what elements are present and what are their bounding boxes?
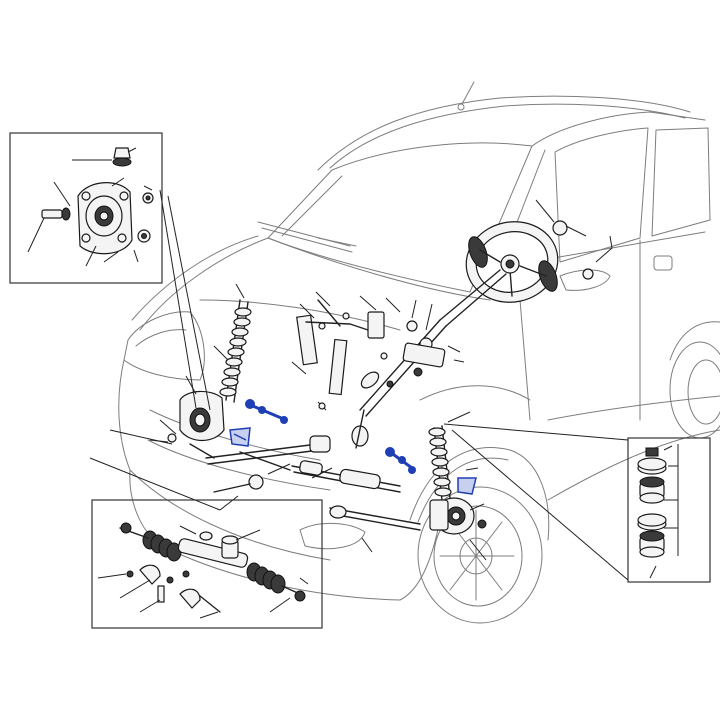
center-rack-boots — [299, 460, 381, 490]
rack-left-boot — [142, 530, 182, 562]
inset-hub-knuckle — [9, 132, 163, 284]
tie-rods — [205, 435, 421, 531]
front-leader-lines — [89, 189, 629, 581]
right-strut-assembly — [428, 411, 487, 561]
inset-strut-mount — [627, 437, 711, 583]
steering-wheel — [439, 199, 613, 327]
left-strut-assembly — [149, 283, 252, 459]
rack-right-boot — [246, 562, 286, 594]
left-tie-rod-end-highlight — [229, 399, 288, 447]
right-coil-spring — [428, 427, 452, 497]
highlighted-parts — [229, 399, 477, 495]
right-tie-rod-end-highlight — [385, 447, 477, 495]
inset-steering-rack — [91, 499, 323, 629]
left-coil-spring — [219, 307, 252, 397]
steering-column-linkage — [291, 291, 465, 449]
